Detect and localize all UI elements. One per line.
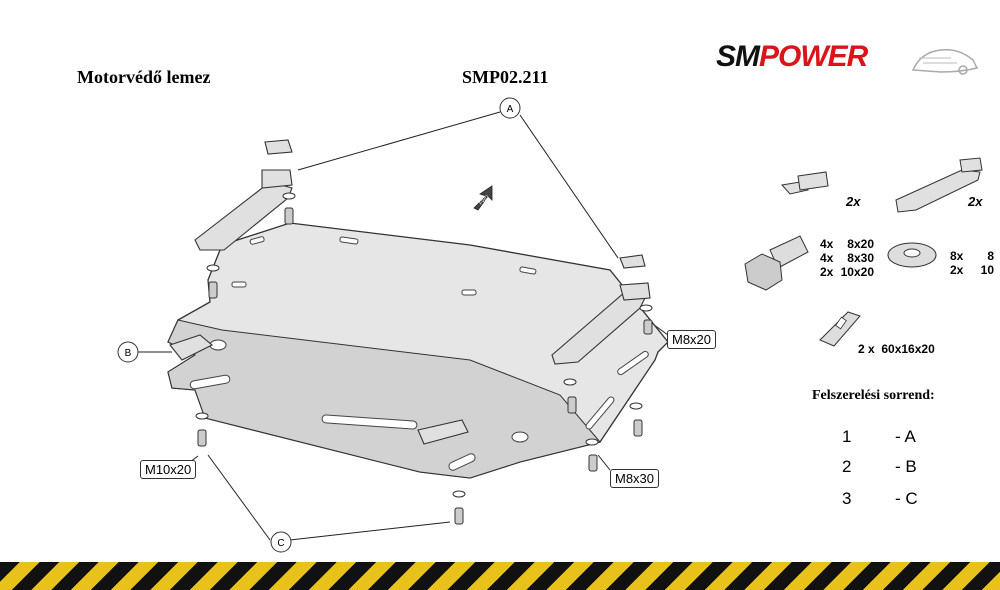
callout-b-circle — [117, 341, 139, 363]
bracket-b — [169, 334, 213, 361]
part-number: SMP02.211 — [462, 67, 549, 87]
order-step-1-num: 1 — [842, 427, 852, 446]
page-title: Motorvédő lemez — [77, 67, 211, 87]
plate-insert-top-left — [264, 139, 293, 155]
smpower-logo: SMPOWER — [716, 40, 979, 80]
callout-c: C — [277, 538, 284, 549]
small-bracket-qty: 2x — [846, 194, 861, 209]
logo-power-text: POWER — [759, 40, 868, 73]
order-step-3-num: 3 — [842, 489, 852, 508]
bracket-bottom — [417, 419, 469, 445]
callout-a: A — [507, 104, 514, 115]
washers-size: 8 10 — [980, 249, 994, 277]
small-bracket-part — [781, 171, 829, 195]
label-m8x20: M8x20 — [667, 330, 717, 349]
callout-b: B — [125, 348, 132, 359]
long-bracket-qty: 2x — [968, 194, 983, 209]
label-m8x30: M8x30 — [610, 469, 660, 488]
plate-spec: 2 x 60x16x20 — [858, 342, 935, 356]
order-step-1-letter: - A — [895, 427, 916, 446]
label-m10x20: M10x20 — [140, 460, 197, 479]
callout-c-circle — [270, 531, 292, 553]
fwd-arrow-icon — [473, 185, 493, 211]
car-silhouette-icon — [911, 48, 979, 75]
engine-skid-plate — [167, 222, 669, 479]
callout-a-circle — [499, 97, 521, 119]
washer-part — [887, 242, 937, 268]
logo-sm-text: SM — [716, 40, 760, 73]
bolts-size: 8x20 8x30 10x20 — [840, 237, 874, 279]
hazard-stripe-footer — [0, 562, 1000, 590]
order-step-2-num: 2 — [842, 457, 852, 476]
plate-insert-right — [619, 254, 646, 269]
bolt-part — [744, 235, 809, 291]
plate-insert-part — [819, 311, 861, 347]
order-step-2-letter: - B — [895, 457, 917, 476]
long-bracket-part — [895, 157, 983, 213]
bolts-qty: 4x 4x 2x — [820, 237, 834, 279]
order-step-3-letter: - C — [895, 489, 918, 508]
install-order-heading: Felszerelési sorrend: — [812, 388, 935, 403]
washers-qty: 8x 2x — [950, 249, 964, 277]
